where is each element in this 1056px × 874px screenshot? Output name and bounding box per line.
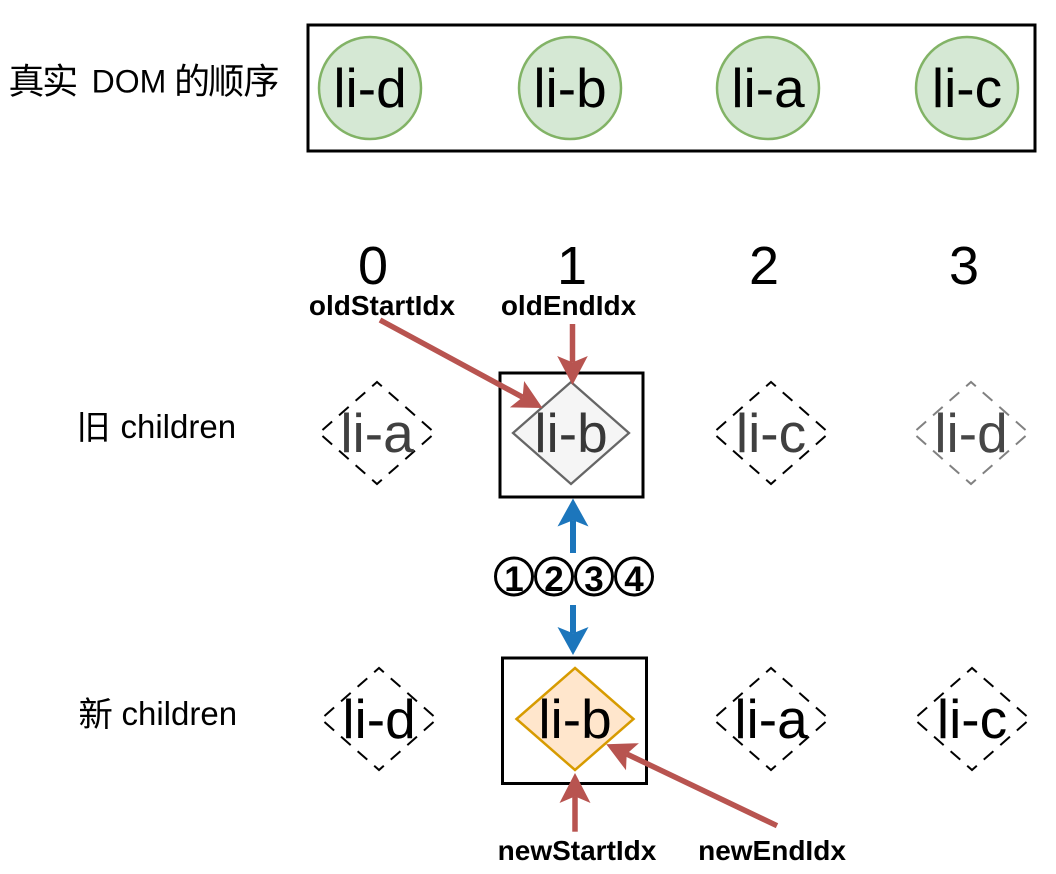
svg-text:li-b: li-b [533,57,606,119]
svg-text:oldEndIdx: oldEndIdx [501,290,637,321]
svg-text:1: 1 [557,236,587,296]
svg-text:li-d: li-d [342,688,415,750]
svg-text:children: children [122,695,238,732]
svg-text:children: children [121,408,237,445]
svg-text:li-b: li-b [534,402,607,464]
svg-text:3: 3 [584,560,603,599]
svg-text:li-b: li-b [538,688,611,750]
svg-text:3: 3 [949,236,979,296]
svg-text:oldStartIdx: oldStartIdx [309,290,456,321]
svg-text:li-c: li-c [932,57,1002,119]
svg-text:li-a: li-a [734,688,808,750]
svg-text:li-c: li-c [937,688,1007,750]
svg-text:li-c: li-c [736,402,806,464]
svg-text:newStartIdx: newStartIdx [498,835,657,866]
svg-text:li-d: li-d [934,402,1007,464]
svg-text:newEndIdx: newEndIdx [698,835,846,866]
svg-text:2: 2 [749,236,779,296]
svg-text:li-a: li-a [731,57,805,119]
svg-text:li-a: li-a [340,402,414,464]
svg-text:li-d: li-d [333,57,406,119]
svg-text:1: 1 [504,560,523,599]
svg-text:0: 0 [358,236,388,296]
svg-text:2: 2 [544,560,563,599]
svg-text:4: 4 [624,560,644,599]
svg-text:DOM: DOM [92,64,167,100]
